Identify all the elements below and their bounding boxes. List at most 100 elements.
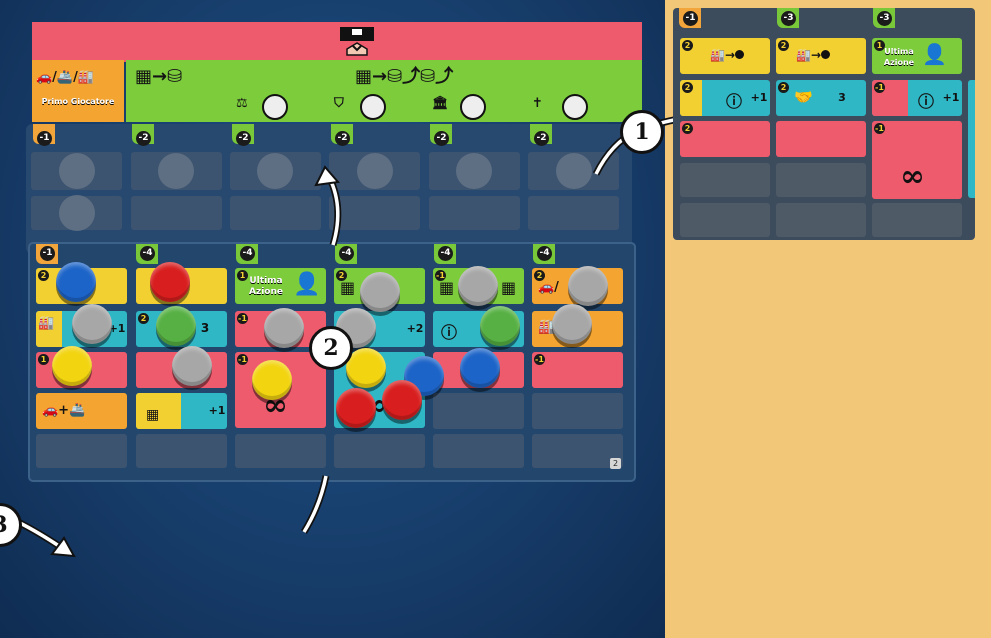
building-icon: ▦ (340, 278, 355, 297)
empty-disc-slot (556, 153, 592, 189)
preview-tile-infinity[interactable]: -1 ∞ (872, 121, 962, 199)
person-silhouette-icon: 👤 (293, 272, 320, 297)
car-icon: 🚗/ (538, 280, 559, 295)
arrow-up-icon (305, 165, 365, 245)
preview-tile-factory-money[interactable]: 2 🏭→ (680, 38, 770, 74)
person-icon: ⓘ (918, 88, 934, 112)
preview-cost-badge: -3 (877, 11, 892, 26)
level-dot: 2 (682, 123, 693, 134)
grid-cell[interactable] (429, 196, 520, 230)
factory-to-money-icon: 🏭→ (710, 48, 744, 62)
preview-tile-protest[interactable] (776, 121, 866, 157)
red-pawn[interactable] (150, 262, 190, 302)
preview-cost-badge: -3 (781, 11, 796, 26)
grey-pawn[interactable] (264, 308, 304, 348)
factory-to-money-icon: 🏭→ (796, 48, 830, 62)
person-icon: ⓘ (726, 88, 742, 112)
game-board: 🚗/🚢/🏭 Primo Giocatore ▦→⛁ ▦→⛁⤴⛁⤴ ⚖ ⛉ 🏛 ✝… (0, 0, 665, 638)
bank-icon: 🏛 (432, 96, 449, 111)
yellow-pawn[interactable] (52, 346, 92, 386)
preview-panel: -1 -3 -3 2 🏭→ 2 🏭→ 1 Ultima Azione 👤 2 ⓘ… (673, 8, 975, 240)
page-badge: 2 (610, 458, 621, 469)
level-dot: 2 (38, 270, 49, 281)
grey-pawn[interactable] (458, 266, 498, 306)
grey-pawn[interactable] (552, 304, 592, 344)
row-cost-badge: -4 (537, 246, 552, 261)
row-cost-badge: -1 (40, 246, 55, 261)
blue-pawn[interactable] (56, 262, 96, 302)
level-dot: 2 (778, 40, 789, 51)
action-tile-last-action[interactable]: 1 Ultima Azione 👤 (235, 268, 326, 304)
preview-edge-tile (968, 80, 975, 198)
level-dot: -1 (874, 123, 885, 134)
red-pawn[interactable] (382, 380, 422, 420)
grid-cell[interactable] (528, 196, 619, 230)
empty-disc-slot (59, 195, 95, 231)
level-dot: 2 (778, 82, 789, 93)
building-icon: ▦ (439, 278, 454, 297)
grey-pawn[interactable] (360, 272, 400, 312)
empty-board-cell[interactable] (532, 393, 623, 429)
justice-icon: ⚖ (236, 96, 248, 111)
red-pawn[interactable] (336, 388, 376, 428)
church-icon: ✝ (532, 96, 543, 111)
preview-empty-cell[interactable] (872, 203, 962, 237)
empty-board-cell[interactable] (235, 434, 326, 468)
empty-board-cell[interactable] (334, 434, 425, 468)
column-cost-badge: -2 (335, 131, 350, 146)
factory-slot-icon (460, 94, 486, 120)
level-dot: 2 (138, 313, 149, 324)
building-track-icon: ▦→⛁⤴⛁⤴ (355, 62, 453, 88)
preview-empty-cell[interactable] (776, 203, 866, 237)
last-action-label: Ultima Azione (878, 46, 920, 68)
blue-pawn[interactable] (460, 348, 500, 388)
empty-board-cell[interactable] (136, 434, 227, 468)
transport-icons: 🚗/🚢/🏭 (36, 70, 94, 85)
grey-pawn[interactable] (172, 346, 212, 386)
infinity-symbol: ∞ (900, 159, 925, 194)
yellow-pawn[interactable] (252, 360, 292, 400)
grid-cell[interactable] (131, 196, 222, 230)
police-icon: ⛉ (334, 96, 344, 111)
first-player-label: Primo Giocatore (32, 96, 124, 107)
preview-tile-handshake-three[interactable]: 2 🤝 3 (776, 80, 866, 116)
grey-pawn[interactable] (568, 266, 608, 306)
building-icon: ▦ (146, 407, 159, 423)
action-tile-double-protest[interactable]: -1 (532, 352, 623, 388)
preview-tile-factory-money[interactable]: 2 🏭→ (776, 38, 866, 74)
plus-one-label: +1 (208, 405, 226, 416)
preview-tile-factory-person[interactable]: 2 ⓘ +1 (680, 80, 770, 116)
callout-2: 2 (309, 326, 353, 370)
empty-board-cell[interactable] (433, 434, 524, 468)
level-dot: 1 (38, 354, 49, 365)
first-player-tile: 🚗/🚢/🏭 Primo Giocatore (32, 60, 124, 122)
empty-board-cell[interactable] (36, 434, 127, 468)
preview-tile-protest-person[interactable]: -1 ⓘ +1 (872, 80, 962, 116)
column-cost-badge: -2 (236, 131, 251, 146)
preview-cost-badge: -1 (683, 11, 698, 26)
empty-disc-slot (456, 153, 492, 189)
level-dot: 2 (682, 82, 693, 93)
preview-empty-cell[interactable] (680, 163, 770, 197)
plus-one-label: +1 (750, 92, 768, 103)
three-label: 3 (198, 323, 212, 334)
grey-pawn[interactable] (72, 304, 112, 344)
factory-icon: 🏭 (38, 316, 54, 331)
person-slot-icon (360, 94, 386, 120)
preview-empty-cell[interactable] (776, 163, 866, 197)
action-tile-car-ship[interactable]: 🚗+🚢 (36, 393, 127, 429)
green-pawn[interactable] (156, 306, 196, 346)
empty-board-cell[interactable] (433, 393, 524, 429)
level-dot: -1 (534, 354, 545, 365)
preview-tile-protest[interactable]: 2 (680, 121, 770, 157)
handshake-slot-icon (562, 94, 588, 120)
action-tile-media-person[interactable]: ▦ +1 (136, 393, 227, 429)
preview-empty-cell[interactable] (680, 203, 770, 237)
preview-tile-last-action[interactable]: 1 Ultima Azione 👤 (872, 38, 962, 74)
arrow-down-right-icon (18, 518, 78, 558)
level-dot: -1 (237, 313, 248, 324)
row-cost-badge: -4 (438, 246, 453, 261)
green-pawn[interactable] (480, 306, 520, 346)
handshake-icon: 🤝 (794, 88, 813, 106)
protester-icon (337, 27, 377, 57)
